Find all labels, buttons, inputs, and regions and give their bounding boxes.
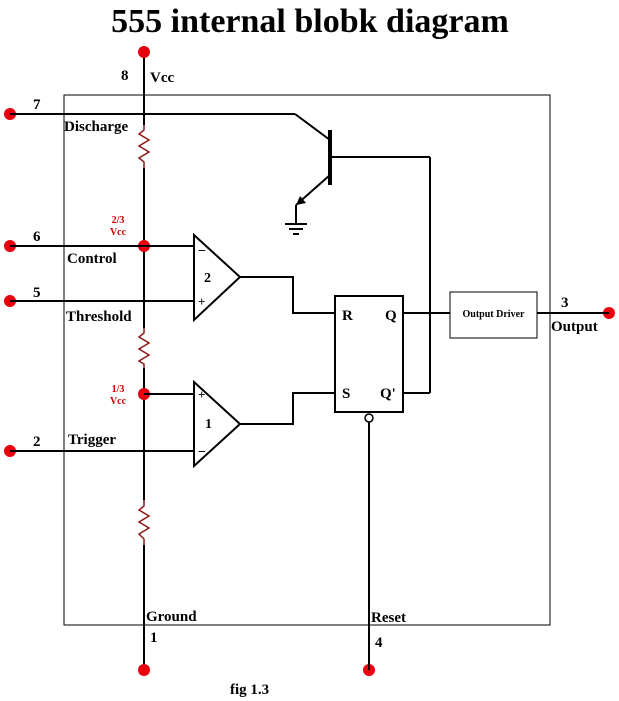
pin-1-terminal xyxy=(138,664,150,676)
comparator-lower xyxy=(193,379,242,469)
pin-6-number: 6 xyxy=(33,229,41,245)
figure-caption: fig 1.3 xyxy=(230,682,269,698)
discharge-transistor xyxy=(10,113,431,393)
pin-2-number: 2 xyxy=(33,434,41,450)
flipflop-q: Q xyxy=(385,308,397,324)
diagram-title: 555 internal blobk diagram xyxy=(111,3,509,40)
pin-1-number: 1 xyxy=(150,630,158,646)
control-label: Control xyxy=(67,251,117,267)
pin-8-number: 8 xyxy=(121,68,129,84)
divider-resistor-middle xyxy=(137,328,151,368)
ground-symbol xyxy=(285,223,307,235)
chip-outline xyxy=(63,94,551,626)
ground-label: Ground xyxy=(146,609,197,625)
reset-inversion-bubble xyxy=(364,413,374,423)
comparator-lower-minus: − xyxy=(198,445,206,460)
pin-3-number: 3 xyxy=(561,295,569,311)
flipflop-q-bar: Q' xyxy=(380,386,396,402)
threshold-label: Threshold xyxy=(66,309,132,325)
two-thirds-fraction: 2/3 xyxy=(112,215,125,226)
flipflop-r: R xyxy=(342,308,353,324)
output-driver-box xyxy=(449,291,538,339)
flipflop-s: S xyxy=(342,386,350,402)
trigger-label: Trigger xyxy=(68,432,116,448)
output-driver-label: Output Driver xyxy=(463,309,526,320)
vcc-label: Vcc xyxy=(150,70,174,86)
pin-5-number: 5 xyxy=(33,285,41,301)
comparator-lower-number: 1 xyxy=(205,417,212,432)
comparator-upper xyxy=(193,232,242,323)
pin-8-terminal xyxy=(138,46,150,58)
one-third-unit: Vcc xyxy=(110,396,127,407)
output-label: Output xyxy=(551,319,598,335)
reset-label: Reset xyxy=(371,610,406,626)
comparator-upper-plus: + xyxy=(198,294,205,309)
reset-input-wire xyxy=(240,276,335,314)
divider-resistor-bottom xyxy=(137,500,151,545)
comparator-upper-number: 2 xyxy=(204,271,211,286)
discharge-label: Discharge xyxy=(64,119,128,135)
pin-4-number: 4 xyxy=(375,635,383,651)
set-input-wire xyxy=(240,392,335,425)
pin-7-number: 7 xyxy=(33,97,41,113)
flipflop xyxy=(334,295,404,413)
one-third-fraction: 1/3 xyxy=(112,384,125,395)
comparator-upper-minus: − xyxy=(198,244,206,259)
comparator-lower-plus: + xyxy=(198,387,205,402)
two-thirds-unit: Vcc xyxy=(110,227,127,238)
divider-resistor-top xyxy=(137,125,151,168)
